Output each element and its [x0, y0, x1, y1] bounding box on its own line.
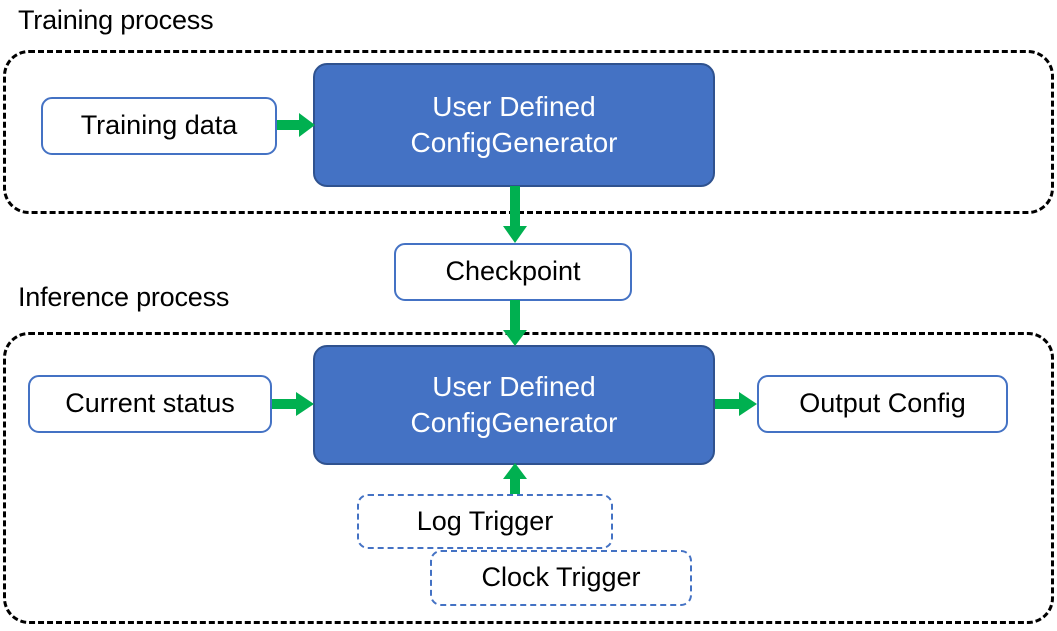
generator-training-line2: ConfigGenerator — [410, 127, 618, 158]
node-checkpoint[interactable]: Checkpoint — [394, 243, 632, 301]
arrow-training-data-to-generator-icon — [277, 110, 317, 140]
training-process-title: Training process — [18, 5, 214, 35]
node-clock-trigger[interactable]: Clock Trigger — [430, 550, 692, 606]
node-training-data[interactable]: Training data — [41, 97, 277, 155]
node-current-status[interactable]: Current status — [28, 375, 272, 433]
arrow-generator-to-checkpoint-icon — [500, 186, 530, 246]
training-process-container — [3, 50, 1054, 214]
node-log-trigger[interactable]: Log Trigger — [357, 494, 613, 549]
generator-inference-line1: User Defined — [432, 371, 596, 403]
arrow-generator-to-output-config-icon — [715, 389, 759, 419]
inference-process-container — [3, 332, 1054, 624]
inference-process-title: Inference process — [18, 282, 230, 312]
generator-training-line1: User Defined — [432, 91, 596, 123]
node-output-config[interactable]: Output Config — [757, 375, 1008, 433]
arrow-current-status-to-generator-icon — [272, 389, 316, 419]
node-user-defined-configgenerator-inference[interactable]: User Defined ConfigGenerator — [313, 345, 715, 465]
arrow-checkpoint-to-generator-icon — [500, 300, 530, 348]
node-user-defined-configgenerator-training[interactable]: User Defined ConfigGenerator — [313, 63, 715, 187]
arrow-triggers-to-generator-icon — [500, 463, 530, 497]
generator-inference-line2: ConfigGenerator — [410, 407, 618, 438]
